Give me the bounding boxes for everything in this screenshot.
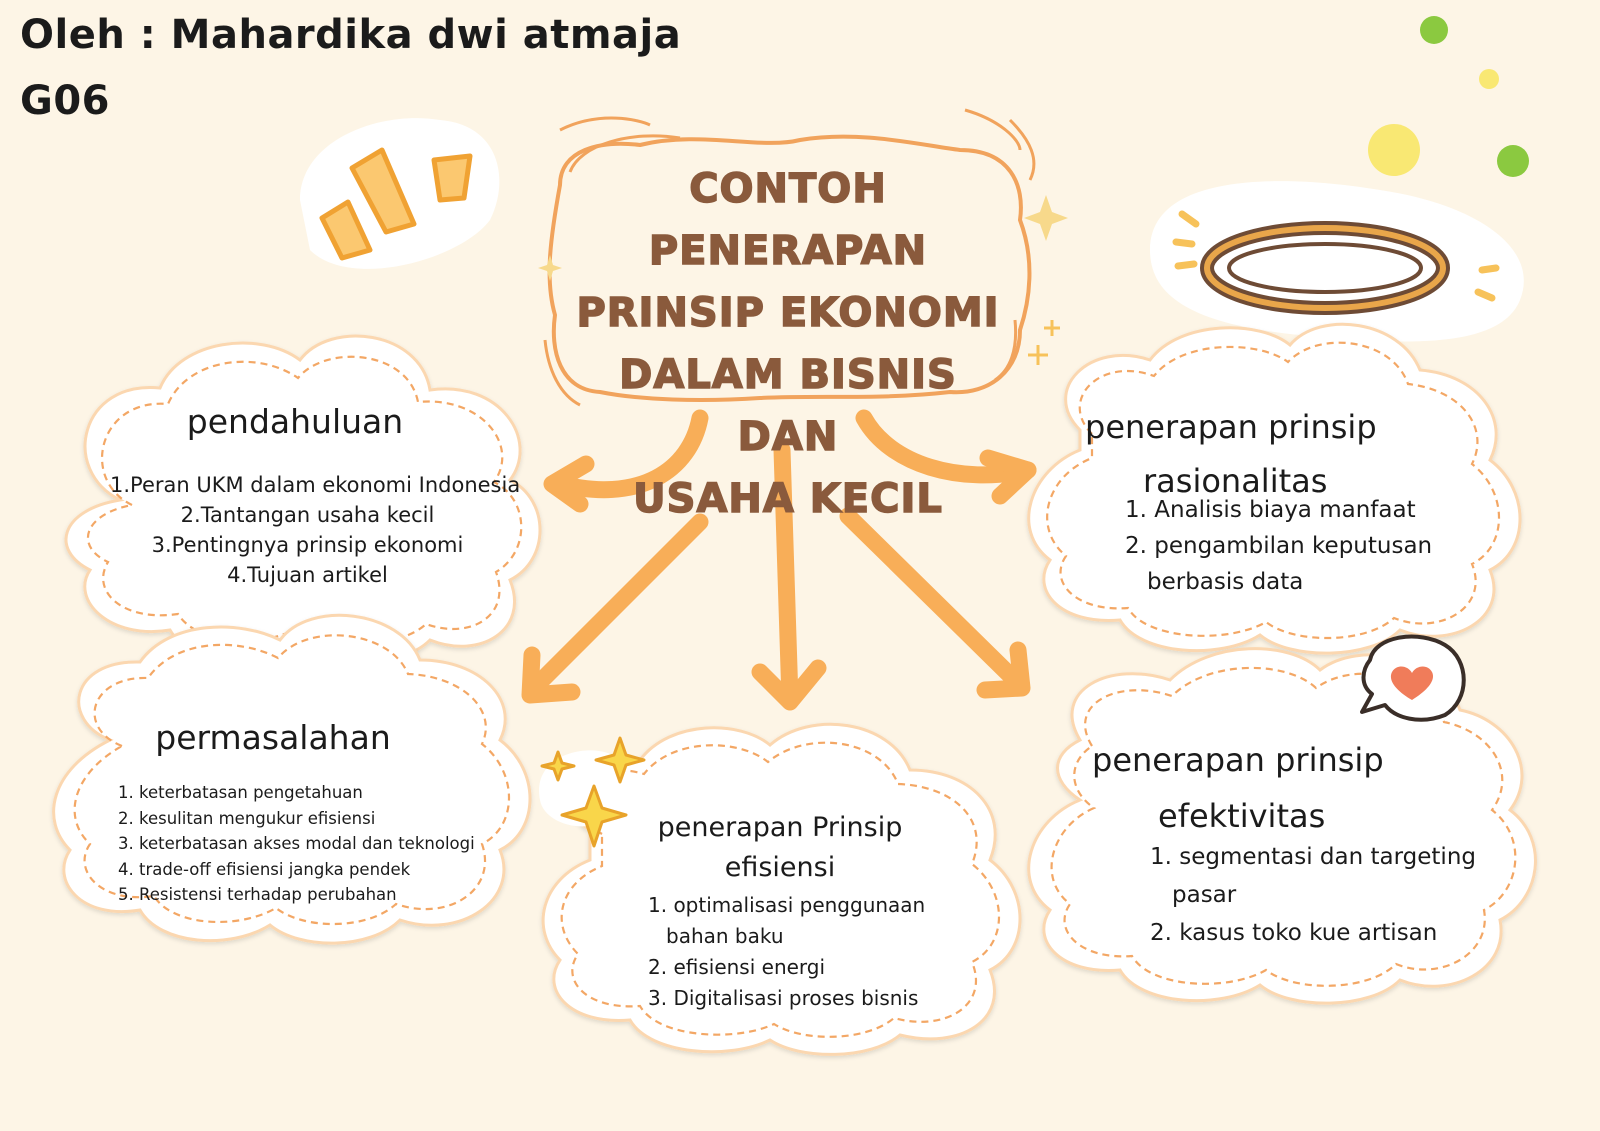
heading-line: penerapan prinsip <box>1092 741 1384 779</box>
pendahuluan-list: 1.Peran UKM dalam ekonomi Indonesia 2.Ta… <box>110 470 521 590</box>
efisiensi-heading: penerapan Prinsip efisiensi <box>650 808 910 888</box>
list-item: 3.Pentingnya prinsip ekonomi <box>151 533 464 557</box>
arrow-to-efektivitas-head <box>976 641 1031 699</box>
arrow-to-rasionalitas <box>855 409 1037 484</box>
cloud-permasalahan <box>52 613 532 945</box>
cloud-efektivitas <box>1027 647 1537 1005</box>
list-item: 5. Resistensi terhadap perubahan <box>118 885 397 904</box>
exclamation-sticker-icon <box>300 118 500 269</box>
list-item: 4. trade-off efisiensi jangka pendek <box>118 859 411 879</box>
list-item: 2. efisiensi energi <box>648 955 826 979</box>
title-line: USAHA KECIL <box>632 475 943 523</box>
title-line: PRINSIP EKONOMI <box>576 289 1000 337</box>
rasionalitas-heading: penerapan prinsip rasionalitas <box>1085 400 1415 508</box>
list-item: 2. kesulitan mengukur efisiensi <box>118 808 376 828</box>
cloud-pendahuluan <box>64 334 542 663</box>
arrow-to-pendahuluan-head <box>543 455 595 513</box>
arrow-to-efektivitas <box>839 507 1029 694</box>
list-item: 1. keterbatasan pengetahuan <box>118 783 363 802</box>
cloud-rasionalitas <box>1027 322 1522 655</box>
permasalahan-list: 1. keterbatasan pengetahuan 2. kesulitan… <box>118 780 475 908</box>
arrow-to-efisiensi <box>773 441 799 709</box>
list-item: berbasis data <box>1147 569 1304 595</box>
sparkle-icon <box>538 195 1068 365</box>
title-line: CONTOH PENERAPAN <box>648 165 928 275</box>
list-item: 3. Digitalisasi proses bisnis <box>648 986 919 1010</box>
heading-line: efisiensi <box>724 852 836 883</box>
heading-line: penerapan prinsip <box>1085 408 1377 446</box>
efektivitas-list: 1. segmentasi dan targeting pasar 2. kas… <box>1150 838 1476 952</box>
title-line: DALAM BISNIS DAN <box>618 351 957 461</box>
list-item: 1. segmentasi dan targeting <box>1150 844 1476 870</box>
list-item: 3. keterbatasan akses modal dan teknolog… <box>118 834 475 853</box>
heading-line: rasionalitas <box>1143 462 1328 500</box>
list-item: bahan baku <box>666 924 784 948</box>
author-name: Oleh : Mahardika dwi atmaja <box>20 12 682 58</box>
arrow-to-rasionalitas-head <box>979 449 1037 505</box>
efisiensi-list: 1. optimalisasi penggunaan bahan baku 2.… <box>648 890 925 1014</box>
halo-ring-sticker-icon <box>1150 181 1524 342</box>
arrow-to-permasalahan <box>523 513 709 699</box>
list-item: pasar <box>1172 882 1237 908</box>
arrow-to-permasalahan-head <box>521 646 581 704</box>
pendahuluan-heading: pendahuluan <box>186 402 404 441</box>
sparkle-stars-icon <box>539 736 646 848</box>
cloud-efisiensi <box>541 722 1022 1056</box>
author-class: G06 <box>20 78 110 124</box>
list-item: 1.Peran UKM dalam ekonomi Indonesia <box>110 473 521 497</box>
efektivitas-heading: penerapan prinsip efektivitas <box>1092 732 1422 844</box>
list-item: 2. kasus toko kue artisan <box>1150 920 1438 946</box>
dot-icon <box>1368 16 1529 177</box>
list-item: 4.Tujuan artikel <box>227 563 388 587</box>
list-item: 1. optimalisasi penggunaan <box>648 893 926 917</box>
diagram-title: CONTOH PENERAPAN PRINSIP EKONOMI DALAM B… <box>572 158 1004 530</box>
arrow-to-efisiensi-head <box>751 659 827 711</box>
list-item: 1. Analisis biaya manfaat <box>1125 497 1416 523</box>
arrow-connectors <box>521 409 1037 711</box>
list-item: 2. pengambilan keputusan <box>1125 533 1433 559</box>
permasalahan-heading: permasalahan <box>155 718 391 757</box>
heading-line: penerapan Prinsip <box>657 812 903 843</box>
heading-line: efektivitas <box>1158 797 1326 835</box>
arrow-to-pendahuluan <box>547 409 709 499</box>
list-item: 2.Tantangan usaha kecil <box>180 503 435 527</box>
rasionalitas-list: 1. Analisis biaya manfaat 2. pengambilan… <box>1125 492 1432 600</box>
heart-speech-bubble-icon <box>1360 634 1466 722</box>
title-bubble <box>543 108 1036 407</box>
